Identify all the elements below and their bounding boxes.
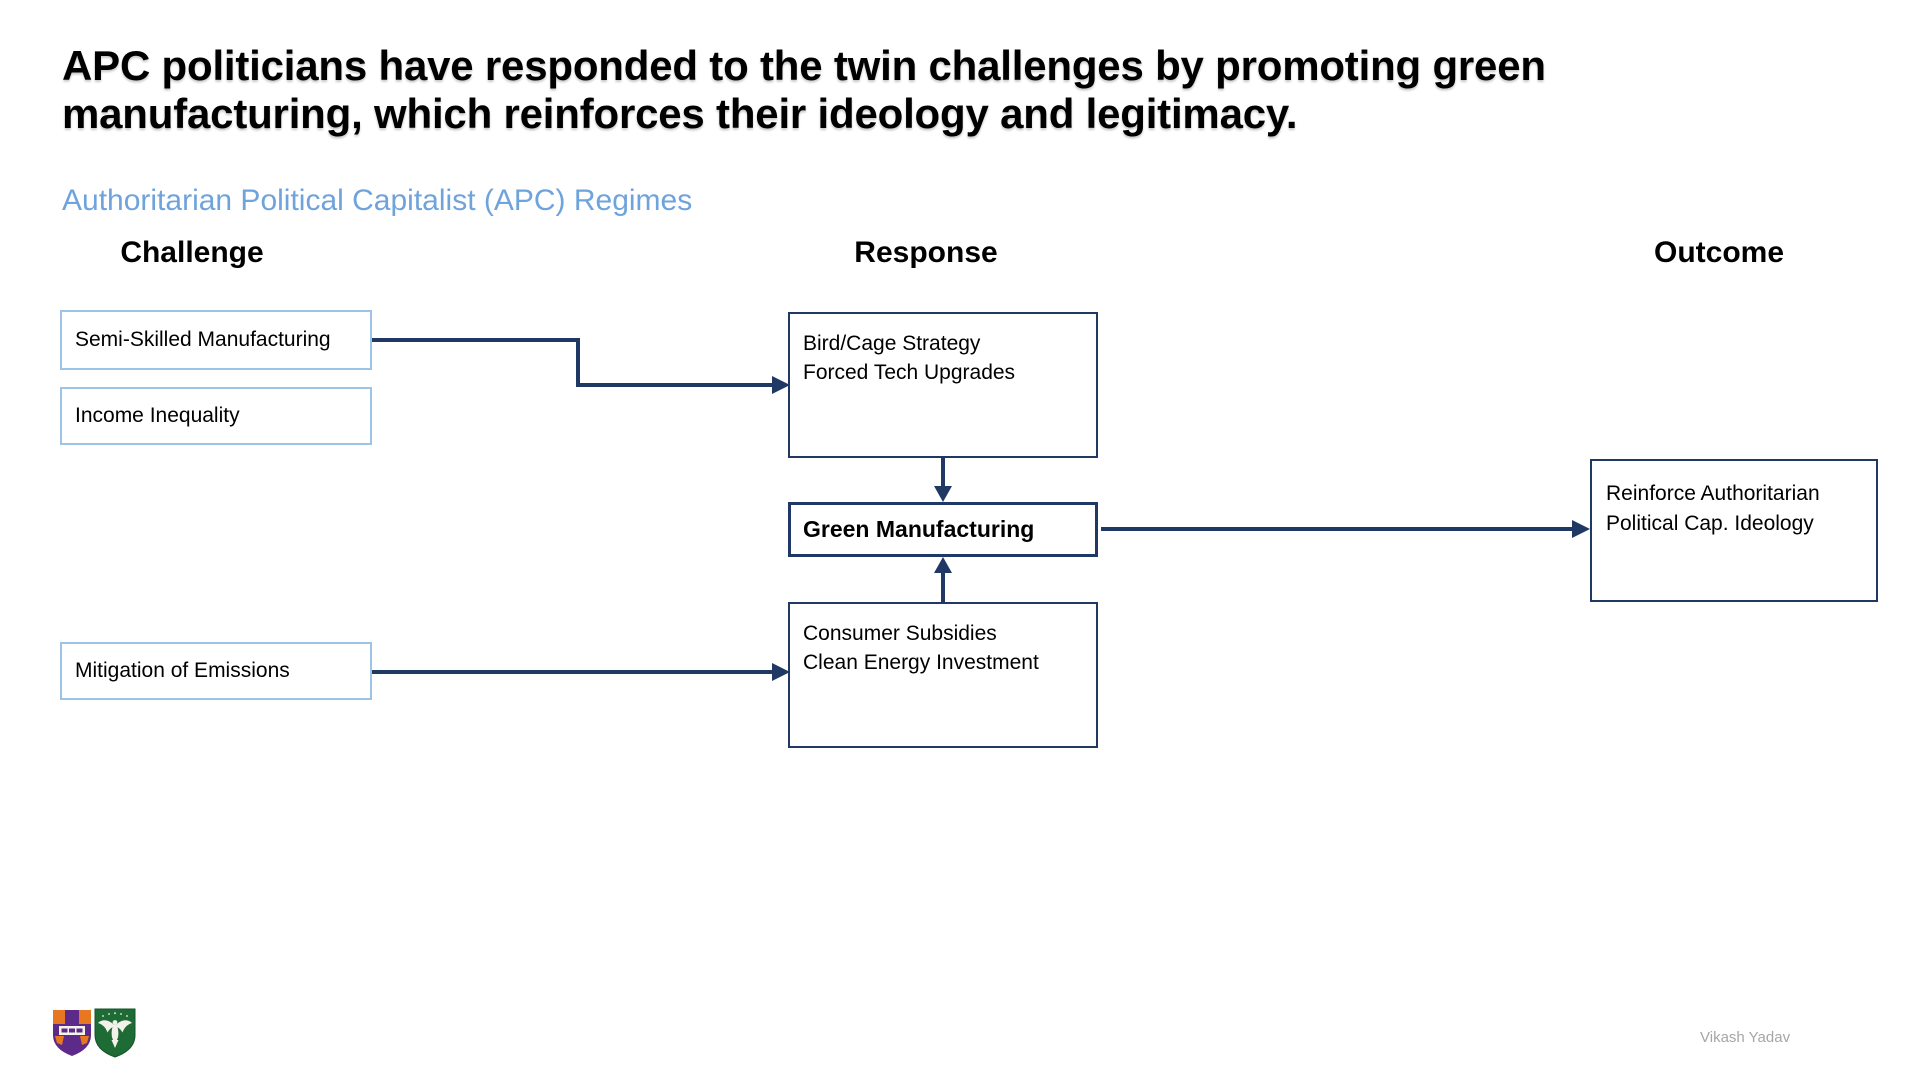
arrowhead-into-green-top [934,486,952,502]
column-header-response: Response [854,236,998,269]
outcome-box-reinforce-ideology: Reinforce Authoritarian Political Cap. I… [1590,459,1878,602]
slide-title: APC politicians have responded to the tw… [62,42,1822,138]
eagle-emblem [98,1012,132,1048]
green-eagle-crest-shield-icon [94,1008,136,1058]
challenge-box-label: Semi-Skilled Manufacturing [75,328,331,351]
response-box-consumer-subsidies: Consumer Subsidies Clean Energy Investme… [788,602,1098,748]
connector-semi-skilled-to-bird-cage [372,338,772,387]
challenge-box-income-inequality: Income Inequality [60,387,372,445]
arrowhead-into-outcome [1572,520,1590,538]
slide-subtitle: Authoritarian Political Capitalist (APC)… [62,184,693,217]
challenge-box-label: Income Inequality [75,404,240,427]
author-credit: Vikash Yadav [1700,1029,1791,1046]
title-line-1: APC politicians have responded to the tw… [62,42,1546,89]
challenge-box-mitigation-of-emissions: Mitigation of Emissions [60,642,372,700]
outcome-box-line: Political Cap. Ideology [1606,512,1814,535]
crest-pattern [53,1010,91,1045]
response-box-green-manufacturing: Green Manufacturing [788,502,1098,557]
title-line-2: manufacturing, which reinforces their id… [62,90,1298,137]
response-box-line: Bird/Cage Strategy [803,332,981,355]
challenge-box-semi-skilled-manufacturing: Semi-Skilled Manufacturing [60,310,372,370]
response-box-line: Forced Tech Upgrades [803,361,1016,384]
challenge-box-label: Mitigation of Emissions [75,659,290,682]
column-header-challenge: Challenge [120,236,264,269]
response-box-line: Consumer Subsidies [803,622,997,645]
response-box-line: Clean Energy Investment [803,651,1039,674]
column-header-outcome: Outcome [1653,236,1785,269]
outcome-box-line: Reinforce Authoritarian [1606,482,1820,505]
arrowhead-into-green-bottom [934,557,952,573]
purple-orange-crest-shield-icon [53,1010,91,1056]
green-manufacturing-label: Green Manufacturing [803,516,1035,542]
response-box-bird-cage: Bird/Cage Strategy Forced Tech Upgrades [788,312,1098,458]
